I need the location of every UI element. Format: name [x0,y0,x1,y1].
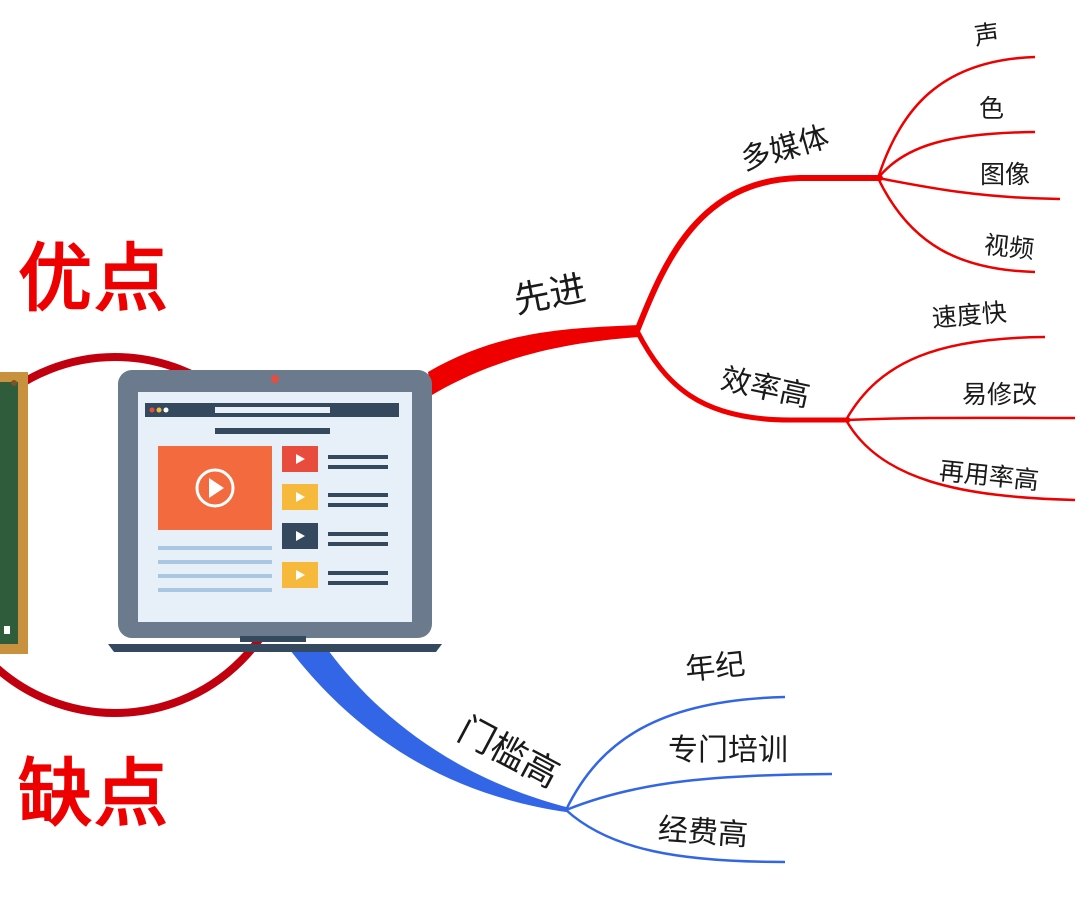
leaf-line-image [877,176,1061,201]
branch-efficiency-line [634,328,851,423]
leaf-video: 视频 [982,230,1036,265]
laptop-video-icon [108,370,442,652]
leaf-line-age [564,695,786,811]
leaf-line-cost [565,809,786,864]
branch-advanced-line [428,325,640,395]
leaf-line-reuse [844,419,1076,502]
advantages-label: 优点 [18,236,170,322]
leaf-line-video [876,177,1036,274]
branch-multimedia-line [634,175,883,334]
leaf-line-editable [845,416,1076,422]
branch-threshold-line [290,650,570,812]
leaf-image: 图像 [980,160,1031,189]
disadvantages-label: 缺点 [18,751,170,837]
leaf-training: 专门培训 [668,733,788,768]
leaf-cost: 经费高 [656,812,750,854]
leaf-fast: 速度快 [930,297,1008,333]
leaf-color: 色 [979,94,1005,123]
leaf-age: 年纪 [683,646,747,688]
leaf-sound: 声 [972,18,1002,51]
leaf-editable: 易修改 [962,380,1038,409]
leaf-line-sound [876,55,1036,179]
chalkboard-icon [0,372,28,654]
play-icon [195,468,235,508]
leaf-line-color [877,130,1036,179]
leaf-line-training [565,772,833,812]
leaf-line-fast [844,335,1046,421]
